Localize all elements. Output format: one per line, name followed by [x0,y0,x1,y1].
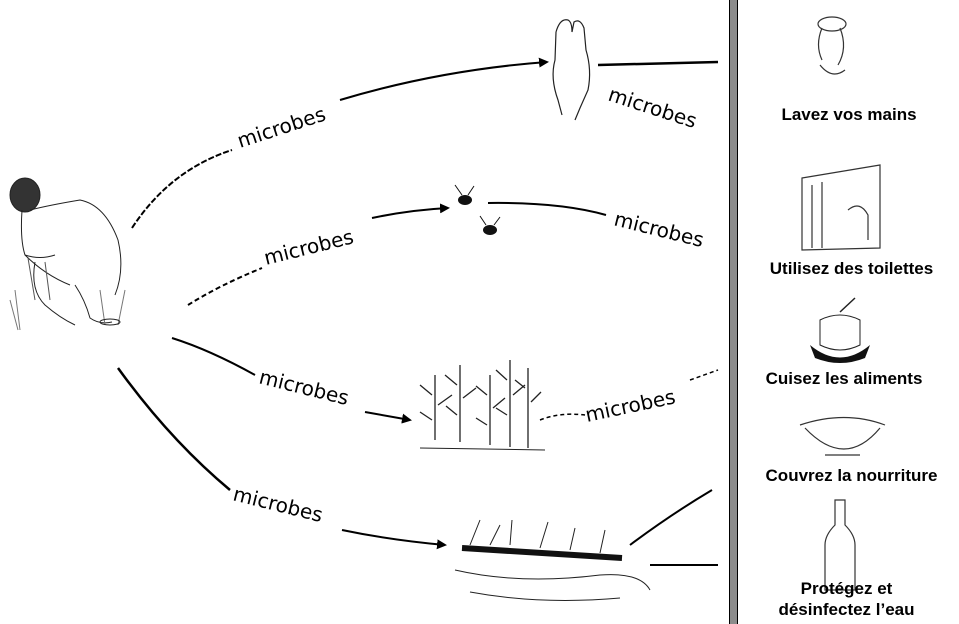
barrier-label-toilets: Utilisez des toilettes [744,258,959,279]
path-2-label-after: microbes [612,207,707,252]
path-2-label-before: microbes [261,224,356,269]
path-1-label-before: microbes [234,102,328,153]
hand-illustration [553,20,590,120]
handwashing-icon [818,17,846,74]
barrier-label-covering: Couvrez la nourriture [744,465,959,486]
path-2 [188,203,606,305]
barrier-label-water-line1: Protégez et [744,578,949,599]
flies-illustration [455,185,500,235]
path-4-label-before: microbes [231,482,326,527]
barrier-label-handwashing: Lavez vos mains [744,104,954,125]
path-3-label-before: microbes [257,365,352,410]
barrier-label-cooking: Cuisez les aliments [744,368,944,389]
covered-food-icon [800,418,885,456]
water-bottle-icon [825,500,855,590]
panel-divider [729,0,738,624]
barrier-label-water-line2: désinfectez l’eau [744,599,949,620]
path-3-label-after: microbes [583,384,677,426]
toilet-icon [802,165,880,250]
water-source-illustration [455,520,650,600]
path-1-label-after: microbes [605,82,699,133]
corn-field-illustration [420,360,545,450]
cooking-pot-icon [810,298,870,363]
squatting-person-illustration [10,178,125,330]
